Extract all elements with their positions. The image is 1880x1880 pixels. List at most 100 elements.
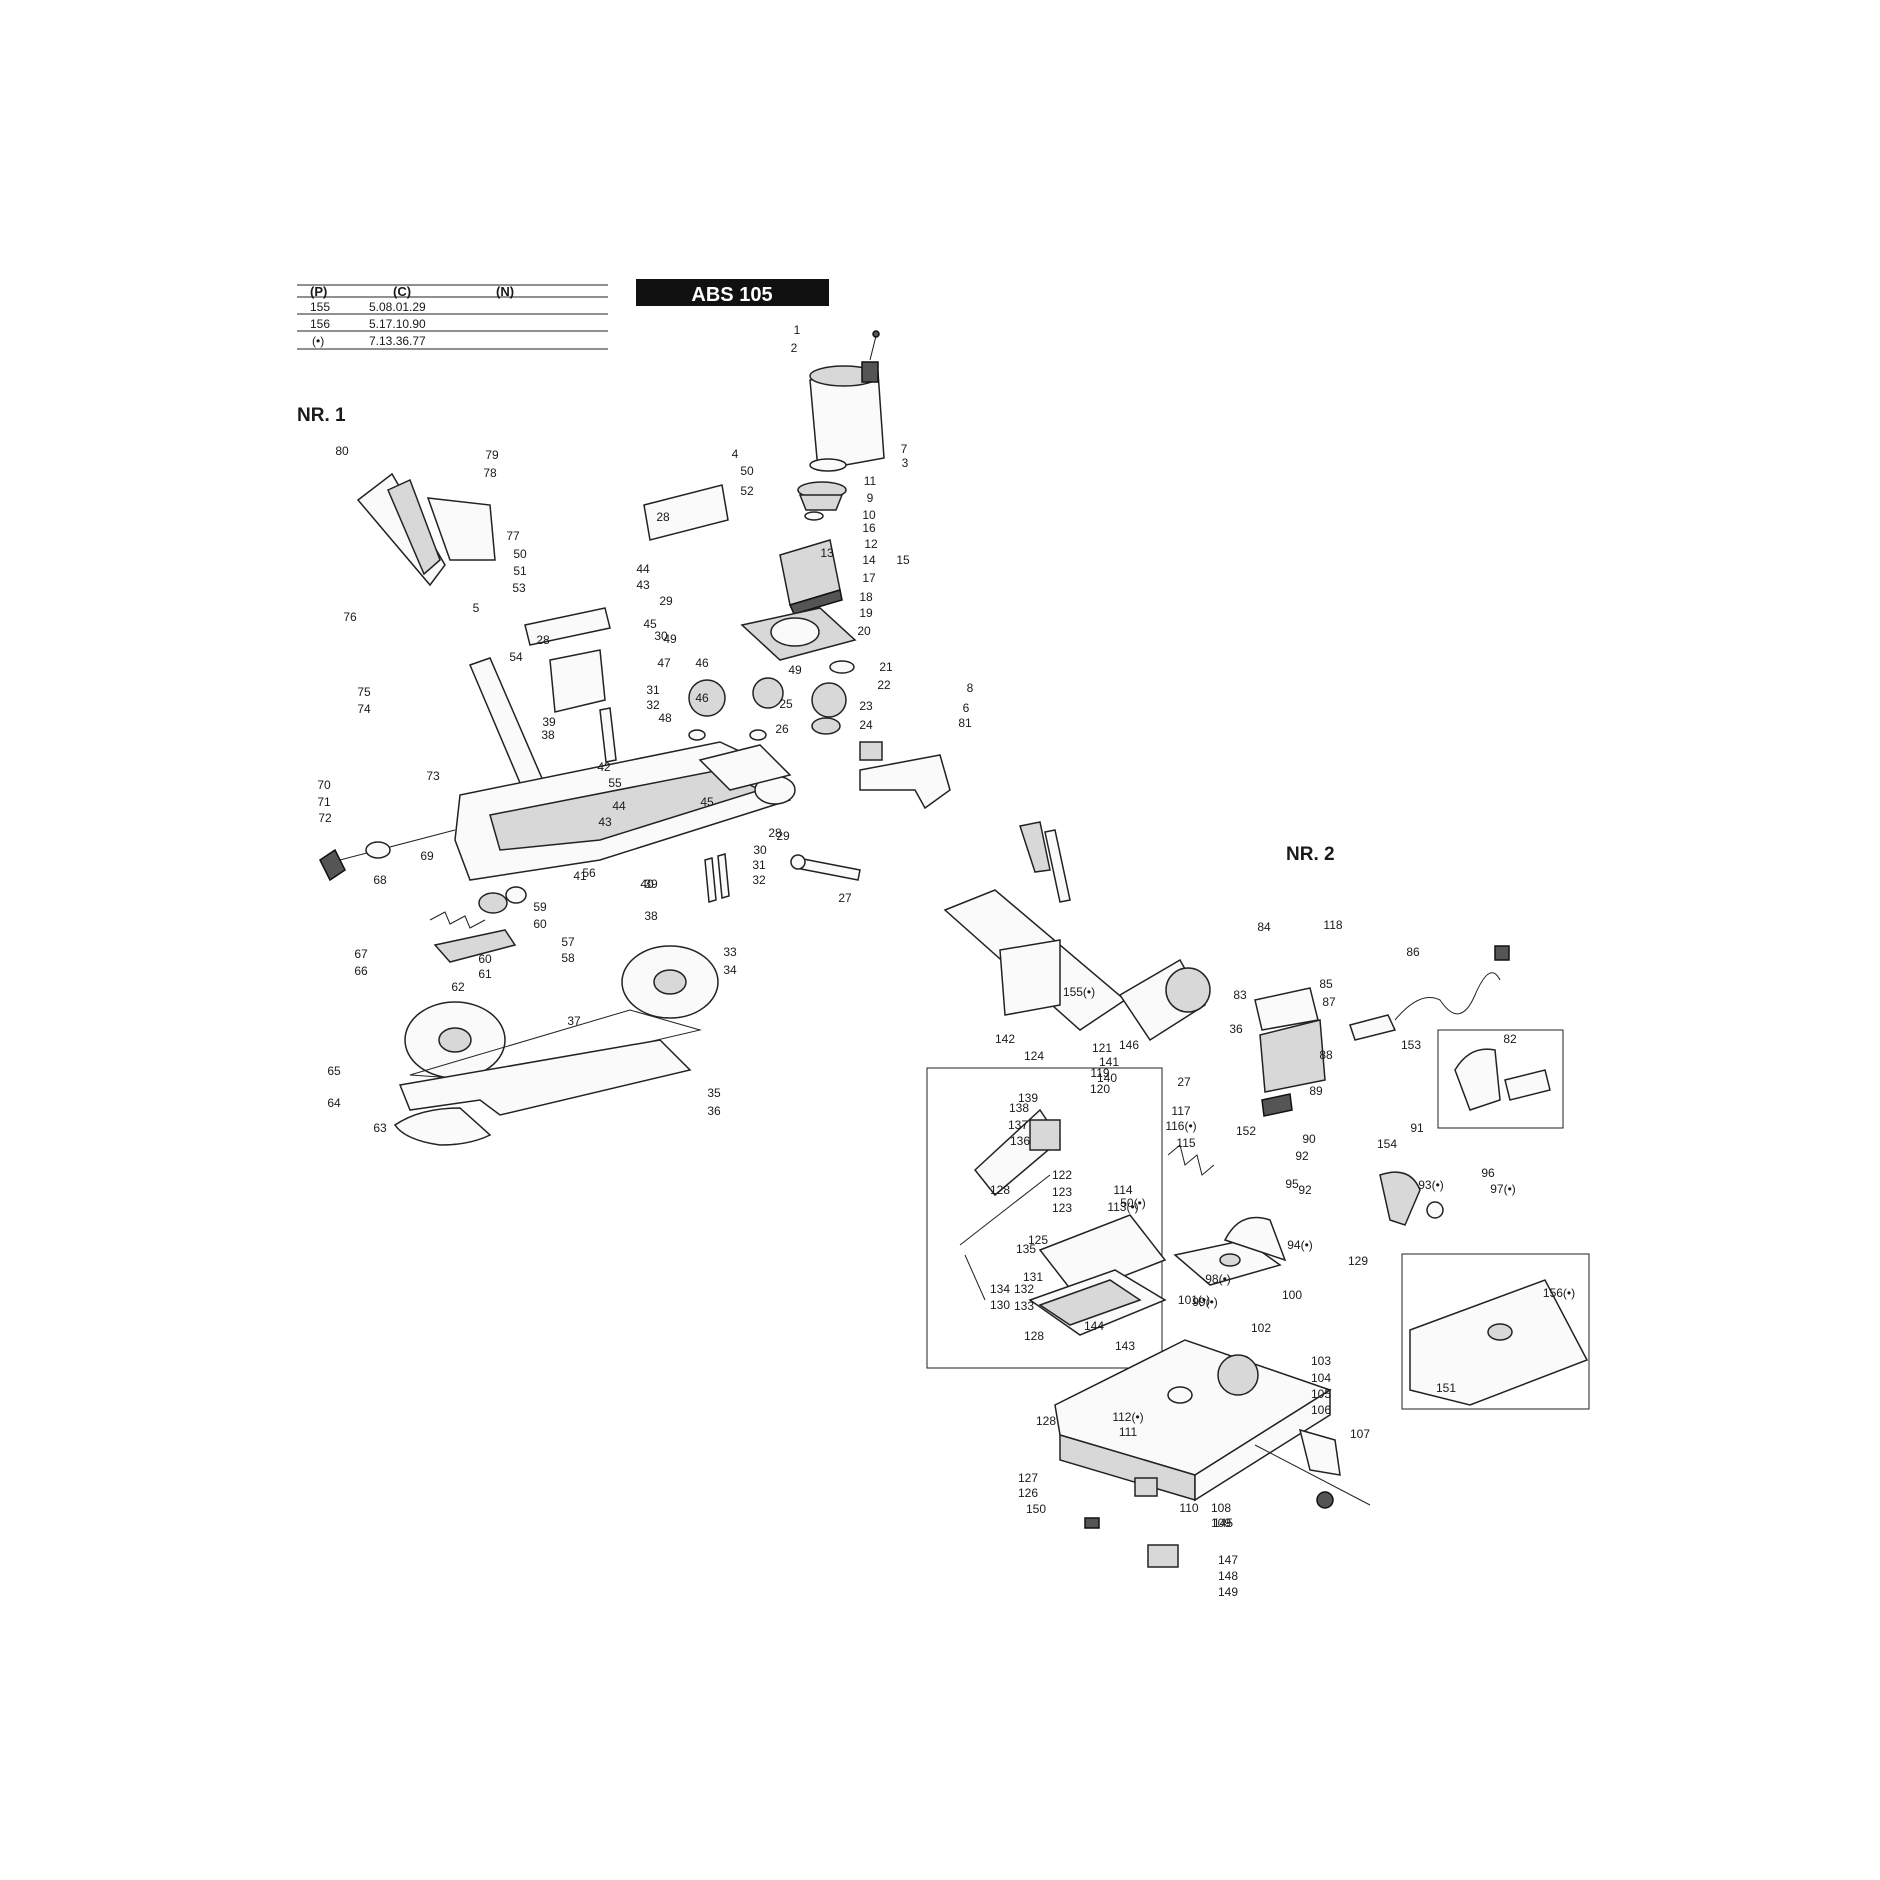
- callout-label: 46: [695, 691, 709, 705]
- callout-label: 40: [640, 877, 654, 891]
- callout-label: 153: [1401, 1038, 1421, 1052]
- callout-label: 98(•): [1205, 1272, 1231, 1286]
- callout-label: 67: [354, 947, 368, 961]
- callout-label: 15: [896, 553, 910, 567]
- plug-147: [1084, 1517, 1100, 1529]
- callout-label: 150: [1026, 1502, 1046, 1516]
- callout-label: 47: [657, 656, 671, 670]
- callout-label: 38: [644, 909, 658, 923]
- callout-label: 28: [768, 826, 782, 840]
- callout-label: 91: [1410, 1121, 1424, 1135]
- callout-label: 27: [1177, 1075, 1191, 1089]
- callout-label: 43: [636, 578, 650, 592]
- callout-label: 33: [723, 945, 737, 959]
- callout-label: 76: [343, 610, 357, 624]
- callout-label: 110: [1179, 1501, 1198, 1515]
- section-2-illustration: [926, 821, 1590, 1568]
- callout-label: 32: [752, 873, 766, 887]
- callout-label: 39: [644, 877, 658, 891]
- callout-label: 23: [859, 699, 873, 713]
- callout-label: 87: [1322, 995, 1336, 1009]
- callout-label: 38: [541, 728, 555, 742]
- callout-label: 102: [1251, 1321, 1271, 1335]
- callout-label: 96: [1481, 1166, 1495, 1180]
- callout-label: 2: [791, 341, 798, 355]
- callout-label: 130: [990, 1298, 1010, 1312]
- table-cell: 156: [310, 317, 330, 331]
- callout-label: 29: [659, 594, 673, 608]
- capacitor-145: [1147, 1544, 1179, 1568]
- callout-label: 44: [612, 799, 626, 813]
- gears: [688, 660, 855, 741]
- callout-label: 113(•): [1107, 1200, 1138, 1214]
- callout-label: 45: [700, 795, 714, 809]
- gearbox-plate: [740, 607, 857, 661]
- callout-label: 104: [1311, 1371, 1331, 1385]
- callout-label: 50(•): [1120, 1196, 1146, 1210]
- callout-label: 77: [506, 529, 520, 543]
- callout-label: 61: [478, 967, 492, 981]
- callout-label: 83: [1233, 988, 1247, 1002]
- table-cell: (•): [312, 334, 324, 348]
- callout-label: 92: [1295, 1149, 1309, 1163]
- callout-label: 106: [1311, 1403, 1331, 1417]
- callout-label: 65: [327, 1064, 341, 1078]
- callout-label: 44: [636, 562, 650, 576]
- callout-label: 52: [740, 484, 754, 498]
- callout-label: 22: [877, 678, 891, 692]
- callout-label: 123: [1052, 1201, 1072, 1215]
- callout-label: 128: [1024, 1329, 1044, 1343]
- callout-label: 59: [533, 900, 547, 914]
- table-header-c: (C): [393, 284, 411, 299]
- table-cell: 7.13.36.77: [369, 334, 426, 348]
- callout-label: 36: [707, 1104, 721, 1118]
- callout-label: 114: [1113, 1183, 1132, 1197]
- callout-label: 144: [1084, 1319, 1104, 1333]
- callout-label: 18: [859, 590, 873, 604]
- callout-label: 7: [901, 442, 908, 456]
- callout-label: 3: [902, 456, 909, 470]
- callout-label: 122: [1052, 1168, 1072, 1182]
- callout-label: 25: [779, 697, 793, 711]
- callout-label: 30: [654, 629, 668, 643]
- inset-box-base: [1401, 1253, 1590, 1410]
- callout-label: 28: [656, 510, 670, 524]
- callout-label: 75: [357, 685, 371, 699]
- table-header-p: (P): [310, 284, 327, 299]
- cam-lever: [1379, 1171, 1421, 1226]
- callout-label: 145: [1213, 1516, 1233, 1530]
- section-1-title: NR. 1: [297, 405, 346, 426]
- foot-108: [1134, 1477, 1158, 1497]
- callout-label: 115: [1176, 1136, 1195, 1150]
- callout-label: 152: [1236, 1124, 1256, 1138]
- motor-housing: [809, 330, 885, 471]
- callout-label: 72: [318, 811, 332, 825]
- callout-label: 135: [1016, 1242, 1036, 1256]
- callout-label: 109: [1211, 1516, 1231, 1530]
- callout-label: 112(•): [1112, 1410, 1143, 1424]
- callout-label: 116(•): [1165, 1119, 1196, 1133]
- section-1-illustration: [319, 330, 951, 1146]
- callout-label: 6: [963, 701, 970, 715]
- callout-label: 71: [317, 795, 331, 809]
- vise-jaw: [959, 1108, 1061, 1301]
- screws: [599, 707, 617, 763]
- callout-label: 125: [1028, 1233, 1048, 1247]
- swivel-arm: [1173, 1216, 1287, 1286]
- callout-label: 78: [483, 466, 497, 480]
- callout-label: 10: [862, 508, 876, 522]
- callout-label: 128: [1036, 1414, 1056, 1428]
- callout-label: 89: [1309, 1084, 1323, 1098]
- blade-guide: [433, 929, 517, 963]
- callout-label: 124: [1024, 1049, 1044, 1063]
- blade-wheels: [404, 945, 719, 1081]
- callout-label: 49: [788, 663, 802, 677]
- callout-label: 119: [1090, 1066, 1109, 1080]
- callout-label: 95: [1285, 1177, 1299, 1191]
- callout-label: 37: [567, 1014, 581, 1028]
- callout-label: 50: [513, 547, 527, 561]
- callout-label: 24: [859, 718, 873, 732]
- callout-label: 17: [862, 571, 876, 585]
- vise-slide: [1028, 1214, 1167, 1336]
